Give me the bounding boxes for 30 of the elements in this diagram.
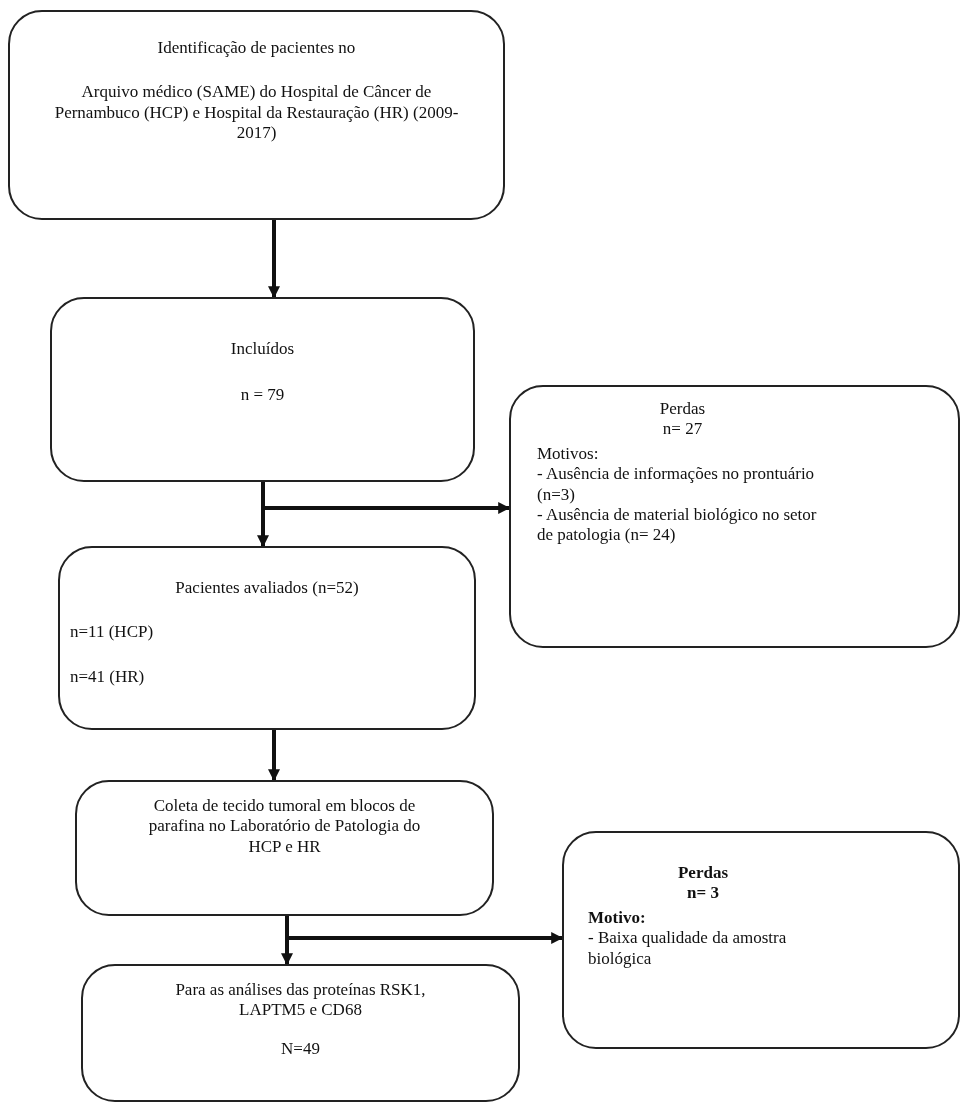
process-box <box>75 780 494 916</box>
box-heading: Coleta de tecido tumoral em blocos de parafina no Laboratório de Patologia do HCP e HR <box>147 796 422 858</box>
box-text: - Baixa qualidade da amostra biológica <box>588 928 788 969</box>
box-text: N=49 <box>280 1038 321 1060</box>
arrow <box>285 916 564 944</box>
box-heading: Perdas <box>658 399 707 420</box>
box-heading: Para as análises das proteínas RSK1, LAPTM5 e CD68 <box>174 980 427 1021</box>
process-box <box>509 385 960 648</box>
process-box <box>58 546 476 730</box>
arrow <box>268 730 280 782</box>
process-box <box>50 297 475 482</box>
box-text: n=11 (HCP) <box>70 622 155 643</box>
box-text: Arquivo médico (SAME) do Hospital de Câncer de Pernambuco (HCP) e Hospital da Restauração (HR) (2009-2017) <box>53 82 460 144</box>
process-box <box>81 964 520 1102</box>
arrow <box>261 482 511 514</box>
box-text: - Ausência de material biológico no setor de patologia (n= 24) <box>537 504 818 546</box>
box-text: n= 27 <box>661 419 704 440</box>
box-heading: Identificação de pacientes no <box>156 38 357 59</box>
box-text: n=41 (HR) <box>70 666 146 688</box>
box-text: n= 3 <box>686 883 720 904</box>
box-text: n = 79 <box>239 385 286 406</box>
box-text: Motivo: <box>588 907 647 929</box>
box-heading: Pacientes avaliados (n=52) <box>174 578 360 599</box>
process-box <box>562 831 960 1049</box>
arrow <box>268 220 280 299</box>
box-heading: Incluídos <box>229 339 296 360</box>
box-text: - Ausência de informações no prontuário (n=3) <box>537 464 816 505</box>
box-heading: Perdas <box>676 863 729 884</box>
process-box <box>8 10 505 220</box>
box-text: Motivos: <box>537 443 600 465</box>
